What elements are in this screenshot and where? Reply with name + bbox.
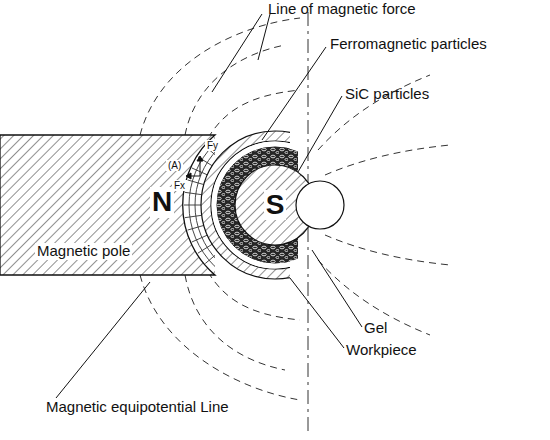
- force-arrows: [186, 156, 203, 179]
- chain-divider: [205, 253, 215, 264]
- part-name: Line of magnetic force: [268, 1, 416, 18]
- pole-letter: S: [264, 190, 287, 221]
- force-label: Fx: [172, 180, 187, 191]
- chain-divider: [188, 180, 204, 185]
- sic-particle-layer: [226, 156, 298, 254]
- chain-divider: [192, 235, 208, 242]
- part-name: Magnetic pole: [35, 243, 132, 260]
- part-name: SiC particles: [345, 86, 429, 103]
- leader-lines: [56, 14, 362, 398]
- chain-divider: [214, 260, 215, 273]
- point-label: (A): [166, 160, 183, 171]
- chain-divider: [184, 205, 201, 206]
- pole-letter: N: [150, 187, 174, 218]
- chain-divider: [198, 244, 212, 253]
- s-pole-node: S: [235, 165, 315, 245]
- part-name: Ferromagnetic particles: [330, 36, 487, 53]
- magnetic-pole-node: N Magnetic pole: [0, 135, 215, 275]
- magnetic-pole: [0, 135, 215, 275]
- part-name: Magnetic equipotential Line: [44, 399, 231, 416]
- particle-chains: [184, 135, 215, 275]
- chain-divider: [185, 215, 202, 217]
- s-pole-notch: [296, 181, 344, 229]
- chain-divider: [185, 192, 202, 194]
- part-name: Workpiece: [346, 342, 417, 359]
- part-name: Gel: [364, 320, 387, 337]
- workpiece-ring: [201, 131, 290, 279]
- chain-divider: [188, 225, 204, 230]
- force-label: Fy: [205, 140, 220, 151]
- field-lines: [140, 18, 450, 400]
